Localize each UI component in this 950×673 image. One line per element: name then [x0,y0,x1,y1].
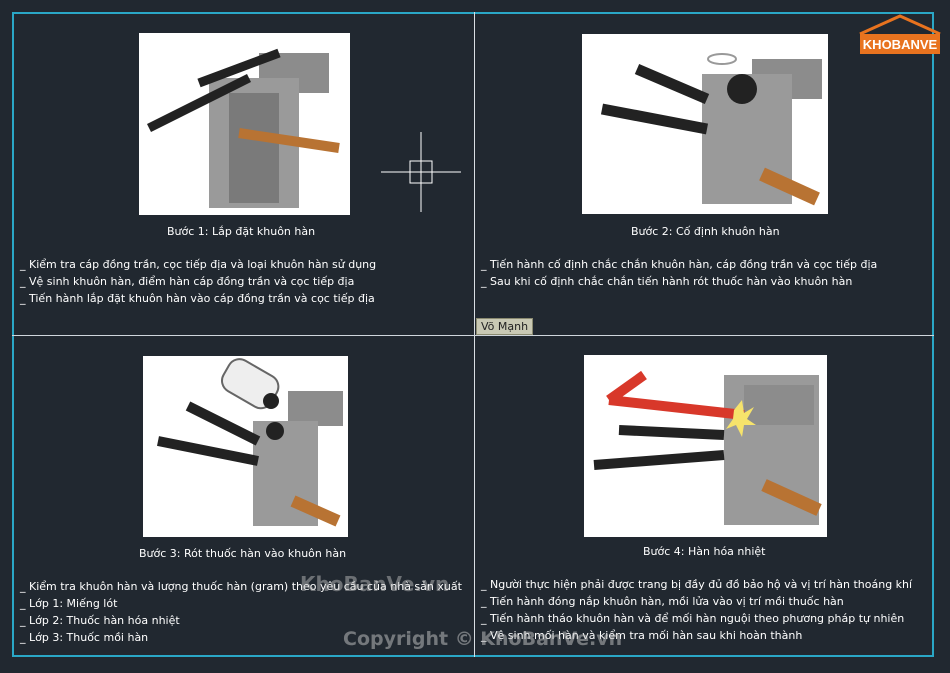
step1-image [139,33,350,215]
vertical-divider [474,12,475,657]
step1-bullets: _ Kiểm tra cáp đồng trần, cọc tiếp địa v… [20,256,376,307]
list-item: _ Kiểm tra cáp đồng trần, cọc tiếp địa v… [20,258,377,271]
step2-bullets: _ Tiến hành cố định chắc chắn khuôn hàn,… [481,256,877,290]
list-item: _ Sau khi cố định chắc chắn tiến hành ró… [481,275,853,288]
list-item: _ Vệ sinh mối hàn và kiểm tra mối hàn sa… [481,629,803,642]
list-item: _ Vệ sinh khuôn hàn, điểm hàn cáp đồng t… [20,275,355,288]
horizontal-divider [12,335,934,336]
khobanve-logo: KHOBANVE [859,14,941,54]
list-item: _ Lớp 3: Thuốc mồi hàn [20,631,149,644]
step3-bullets: _ Kiểm tra khuôn hàn và lượng thuốc hàn … [20,578,462,646]
list-item: _ Người thực hiện phải được trang bị đầy… [481,578,913,591]
copyright-watermark: Copyright © KhoBanVe.vn [343,628,623,650]
list-item: _ Lớp 2: Thuốc hàn hóa nhiệt [20,614,180,627]
list-item: _ Tiến hành tháo khuôn hàn và để mối hàn… [481,612,905,625]
step4-caption: Bước 4: Hàn hóa nhiệt [643,545,766,558]
drawing-frame [12,12,934,657]
step4-image [584,355,827,537]
crosshair-cursor [381,132,461,212]
site-watermark: KhoBanVe.vn [300,572,450,596]
list-item: _ Lớp 1: Miếng lót [20,597,118,610]
list-item: _ Tiến hành lắp đặt khuôn hàn vào cáp đồ… [20,292,375,305]
author-name-tag: Võ Mạnh [476,318,534,335]
list-item: _ Kiểm tra khuôn hàn và lượng thuốc hàn … [20,580,462,593]
step2-caption: Bước 2: Cố định khuôn hàn [631,225,780,238]
step3-caption: Bước 3: Rót thuốc hàn vào khuôn hàn [139,547,347,560]
step2-image [582,34,828,214]
step1-caption: Bước 1: Lắp đặt khuôn hàn [167,225,316,238]
list-item: _ Tiến hành cố định chắc chắn khuôn hàn,… [481,258,878,271]
logo-text: KHOBANVE [863,37,938,52]
step3-image [143,356,348,537]
step4-bullets: _ Người thực hiện phải được trang bị đầy… [481,576,912,644]
list-item: _ Tiến hành đóng nắp khuôn hàn, mồi lửa … [481,595,844,608]
